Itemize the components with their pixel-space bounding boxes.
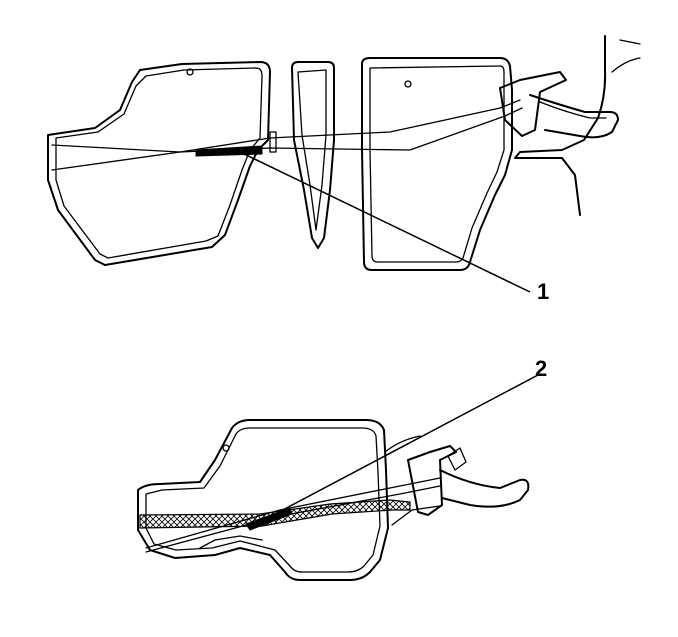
body-frame-outer <box>611 39 641 73</box>
right-tank-inner <box>369 65 505 263</box>
left-tank-inner <box>55 67 263 259</box>
mount-hole <box>222 444 230 452</box>
cable-upper <box>51 99 521 153</box>
lower-tank-inner <box>145 427 381 573</box>
callout-1-label: 1 <box>537 279 549 304</box>
lower-connector-bundle <box>245 507 293 531</box>
center-bracket <box>291 61 335 249</box>
lower-body-frame <box>384 435 441 526</box>
lower-floor-pan <box>199 535 263 549</box>
lower-filler-pipe <box>439 469 530 508</box>
callout-2-label: 2 <box>535 356 547 381</box>
mount-hole <box>186 68 194 76</box>
right-tank-outline <box>361 57 513 271</box>
cable-lower <box>51 107 523 171</box>
callout-2-leader <box>259 374 539 523</box>
cable-clip <box>269 131 277 153</box>
callout-1-leader <box>239 151 531 293</box>
mount-hole <box>404 80 412 88</box>
lower-filler-housing <box>407 445 457 516</box>
filler-housing <box>499 71 567 137</box>
connector-bundle <box>195 145 263 157</box>
lower-tank-outline <box>137 419 389 581</box>
lower-view <box>137 419 530 581</box>
filler-pipe <box>529 94 619 139</box>
filler-pipe-inner <box>539 101 607 119</box>
lower-cable-upper <box>145 477 441 549</box>
lower-filler-flange <box>447 447 467 471</box>
body-frame <box>514 35 607 216</box>
upper-view <box>47 35 641 271</box>
lower-cable-lower <box>145 485 441 553</box>
center-bracket-inner <box>297 69 327 231</box>
left-tank-outline <box>47 61 271 266</box>
